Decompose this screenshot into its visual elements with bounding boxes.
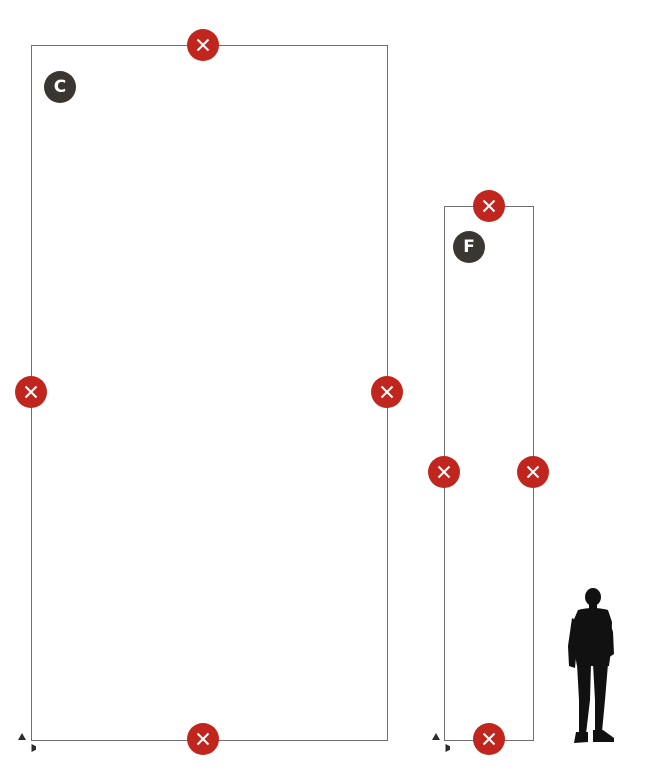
panel-c-bottom-remove-button[interactable] [187, 723, 219, 755]
close-icon [380, 385, 394, 399]
panel-c-label: C [44, 71, 76, 103]
close-icon [526, 465, 540, 479]
panel-c-right-remove-button[interactable] [371, 376, 403, 408]
panel-f-label: F [453, 231, 485, 263]
close-icon [196, 38, 210, 52]
panel-f-bottom-remove-button[interactable] [473, 723, 505, 755]
panel-f-right-remove-button[interactable] [517, 456, 549, 488]
axis-origin-arrows-icon [432, 733, 450, 752]
close-icon [24, 385, 38, 399]
panel-c-top-remove-button[interactable] [187, 29, 219, 61]
panel-c-left-remove-button[interactable] [15, 376, 47, 408]
panel-c-outline [31, 45, 388, 741]
close-icon [437, 465, 451, 479]
panel-f-top-remove-button[interactable] [473, 190, 505, 222]
close-icon [482, 732, 496, 746]
close-icon [196, 732, 210, 746]
close-icon [482, 199, 496, 213]
axis-origin-arrows-icon [18, 733, 36, 752]
person-silhouette-icon [568, 588, 614, 743]
panel-f-left-remove-button[interactable] [428, 456, 460, 488]
